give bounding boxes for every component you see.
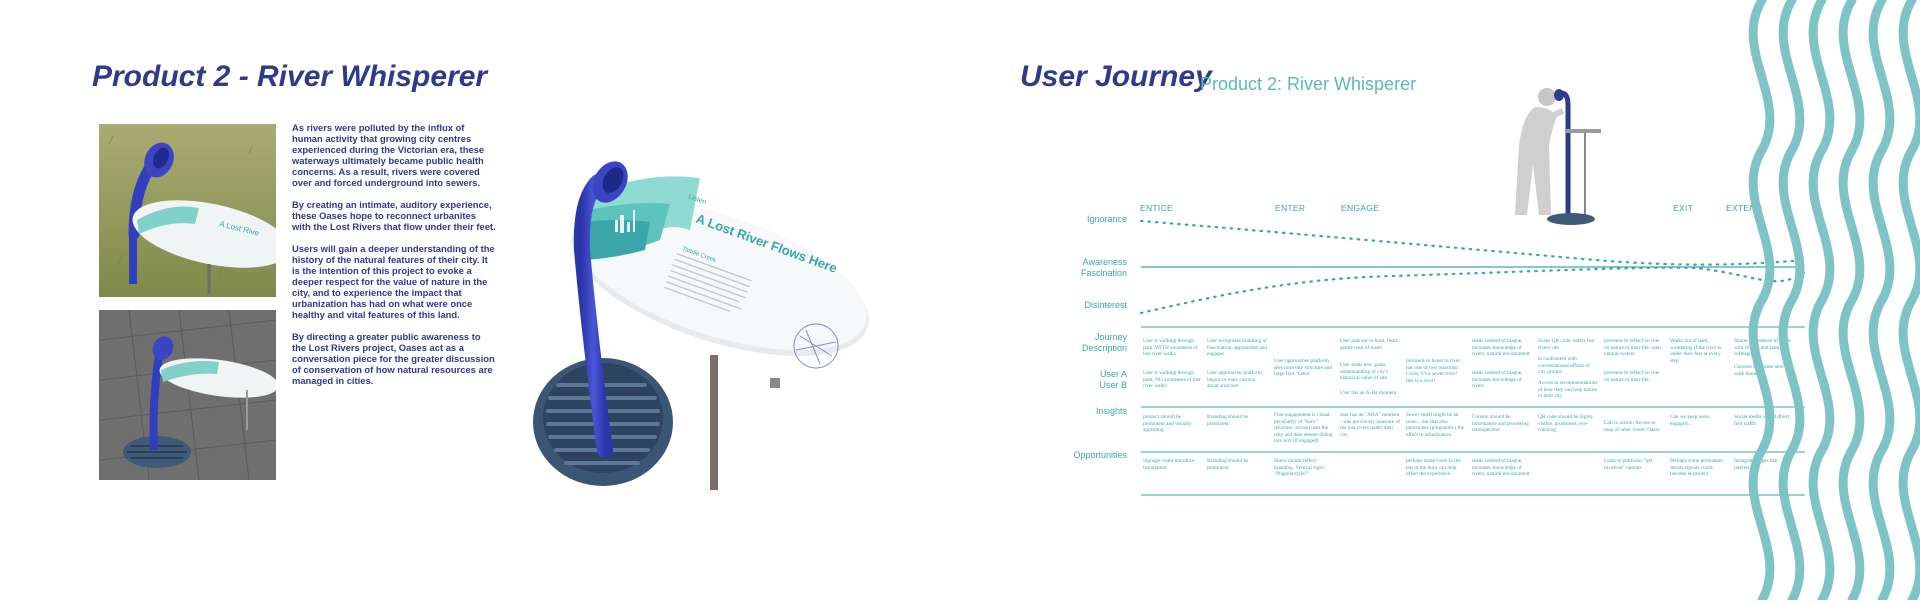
paragraph-experience: By creating an intimate, auditory experi…	[292, 199, 496, 232]
emotion-ignorance: Ignorance	[1086, 214, 1127, 224]
insight-cell: Call to action: Access to map of other r…	[1604, 420, 1660, 433]
row-label-user-a: User A	[1099, 369, 1127, 379]
user-a-cell: Shares experience of Oasis with friends …	[1734, 338, 1792, 358]
row-label-journey: Journey	[1094, 332, 1127, 342]
insight-cell: Social media would direct foot traffic	[1734, 414, 1790, 427]
user-a-cell: User puts ear to horn, hears gentle rush…	[1340, 338, 1399, 351]
insight-cell: Can we keep users engaged...	[1670, 414, 1710, 427]
stage-exit: EXIT	[1673, 203, 1694, 213]
paragraph-awareness: By directing a greater public awareness …	[292, 331, 495, 386]
user-a-cell: proceeds to reflect on role on nature in…	[1604, 338, 1661, 358]
user-b-cell: Access to recommendations of how they ca…	[1538, 380, 1598, 400]
user-a-cell: User is walking through park, WITH aware…	[1143, 338, 1198, 358]
row-label-user-b: User B	[1099, 380, 1127, 390]
opportunity-cell: reads content of plaque, increases knowl…	[1472, 458, 1530, 478]
insight-cell: QR code should be highly visible, promin…	[1538, 414, 1594, 434]
emotion-fascination: Fascination	[1080, 268, 1127, 278]
stage-extend: EXTEND	[1726, 203, 1763, 213]
row-label-insights: Insights	[1095, 406, 1127, 416]
user-a-cell: User recognizes branding of Fascination,…	[1207, 338, 1267, 358]
stage-entice: ENTICE	[1140, 203, 1173, 213]
photo-grass-installation: A Lost Rive	[99, 124, 276, 297]
insight-cell: user has an "AHA" moment - was previousl…	[1340, 412, 1401, 438]
paragraph-history: As rivers were polluted by the influx of…	[292, 122, 485, 188]
user-a-cell: Scans QR code, enters lost rivers site	[1538, 338, 1595, 351]
user-b-cell: User reads text, gains understanding of …	[1340, 362, 1389, 382]
user-b-cell: User approaches platform, begins to read…	[1207, 370, 1264, 390]
user-b-cell: Is confronted with conversational effort…	[1538, 356, 1590, 376]
page-title: Product 2 - River Whisperer	[92, 60, 488, 93]
opportunity-cell: perhaps some room in the top of the horn…	[1406, 458, 1461, 478]
row-label-opportunities: Opportunities	[1073, 450, 1127, 460]
user-b-cell: proceeds to listen to river, has one of …	[1406, 358, 1461, 384]
user-a-cell: Walks out of park, wondering if the rive…	[1670, 338, 1722, 364]
journey-title: User Journey	[1020, 60, 1212, 93]
user-b-cell: User has an A-Ha moment	[1340, 390, 1397, 396]
opportunity-cell: Sliers should reflect branding. Vertical…	[1274, 458, 1325, 478]
emotion-disinterest: Disinterest	[1084, 300, 1127, 310]
user-b-cell: User approaches platform, sees horn like…	[1274, 358, 1332, 378]
insight-cell: product should be prominent and visually…	[1143, 414, 1192, 434]
opportunity-cell: Perhaps some permanent decals/signals co…	[1670, 458, 1723, 478]
user-b-cell: User is walking through park, NO awarene…	[1143, 370, 1201, 390]
decorative-river-waves	[1740, 0, 1920, 605]
insight-cell: Branding should be prominent	[1207, 414, 1249, 427]
stage-enter: ENTER	[1275, 203, 1306, 213]
emotion-awareness: Awareness	[1082, 257, 1127, 267]
description-text: As rivers were polluted by the influx of…	[292, 122, 497, 397]
paragraph-understanding: Users will gain a deeper understanding o…	[292, 243, 495, 320]
insight-cell: Sewer smell might be an issue... but tha…	[1406, 412, 1464, 438]
photo-pavement-installation	[99, 310, 276, 480]
opportunity-cell: Links to petitions, "get involved" optio…	[1604, 458, 1653, 471]
row-label-description: Description	[1081, 343, 1127, 353]
opportunity-cell: Signage could introduce installation	[1143, 458, 1195, 471]
product-render: A Lost River Flows Here Listen Taddle Cr…	[520, 160, 900, 510]
user-b-cell: proceeds to reflect on role on nature in…	[1604, 370, 1660, 383]
opportunity-cell: Branding should be prominent	[1207, 458, 1249, 471]
insight-cell: Content should be informative and provok…	[1472, 414, 1529, 434]
insight-cell: First engagement is visual: peculiarity …	[1274, 412, 1333, 445]
stage-engage: ENGAGE	[1341, 203, 1380, 213]
journey-map-graph	[1135, 200, 1815, 500]
user-listening-figure	[1505, 85, 1605, 235]
user-b-cell: reads content of plaque, increases knowl…	[1472, 370, 1523, 390]
user-a-cell: reads content of plaque, increases knowl…	[1472, 338, 1530, 358]
journey-subtitle: Product 2: River Whisperer	[1200, 74, 1417, 94]
